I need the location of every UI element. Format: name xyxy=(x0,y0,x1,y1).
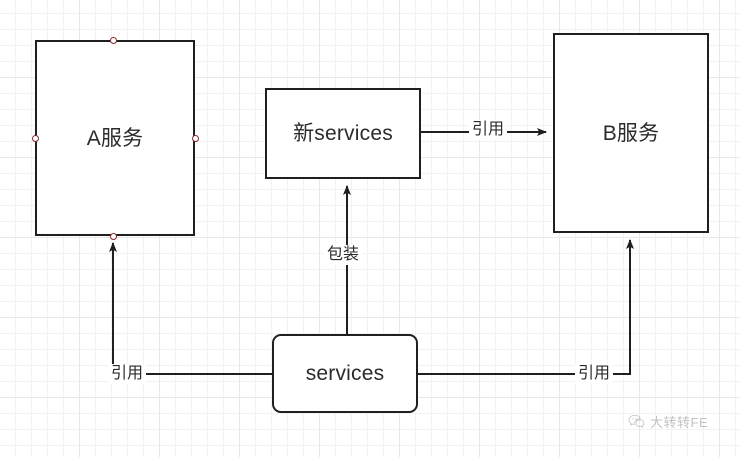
node-new-services[interactable]: 新services xyxy=(265,88,421,179)
node-services-label: services xyxy=(305,362,385,385)
edge-label-new-services-to-b-service[interactable]: 引用 xyxy=(469,120,508,140)
watermark: 大转转FE xyxy=(628,412,708,431)
node-a-service[interactable]: A服务 xyxy=(35,40,195,236)
edge-label-services-to-b-service[interactable]: 引用 xyxy=(575,364,614,384)
port-a-service-top[interactable] xyxy=(110,36,117,44)
port-a-service-left[interactable] xyxy=(31,135,39,142)
watermark-text: 大转转FE xyxy=(650,415,709,430)
node-b-service-label: B服务 xyxy=(602,121,660,145)
wechat-avatar-icon xyxy=(628,414,645,428)
edge-label-services-to-new-services[interactable]: 包装 xyxy=(324,245,363,265)
node-b-service[interactable]: B服务 xyxy=(553,33,709,233)
edge-services-to-a-service[interactable] xyxy=(109,242,272,375)
edge-label-services-to-a-service[interactable]: 引用 xyxy=(108,364,147,384)
edge-services-to-b-service[interactable] xyxy=(418,239,634,375)
port-a-service-bottom[interactable] xyxy=(110,232,117,240)
port-a-service-right[interactable] xyxy=(191,135,199,142)
node-a-service-label: A服务 xyxy=(86,126,144,150)
node-new-services-label: 新services xyxy=(293,122,393,145)
node-services[interactable]: services xyxy=(272,334,418,413)
